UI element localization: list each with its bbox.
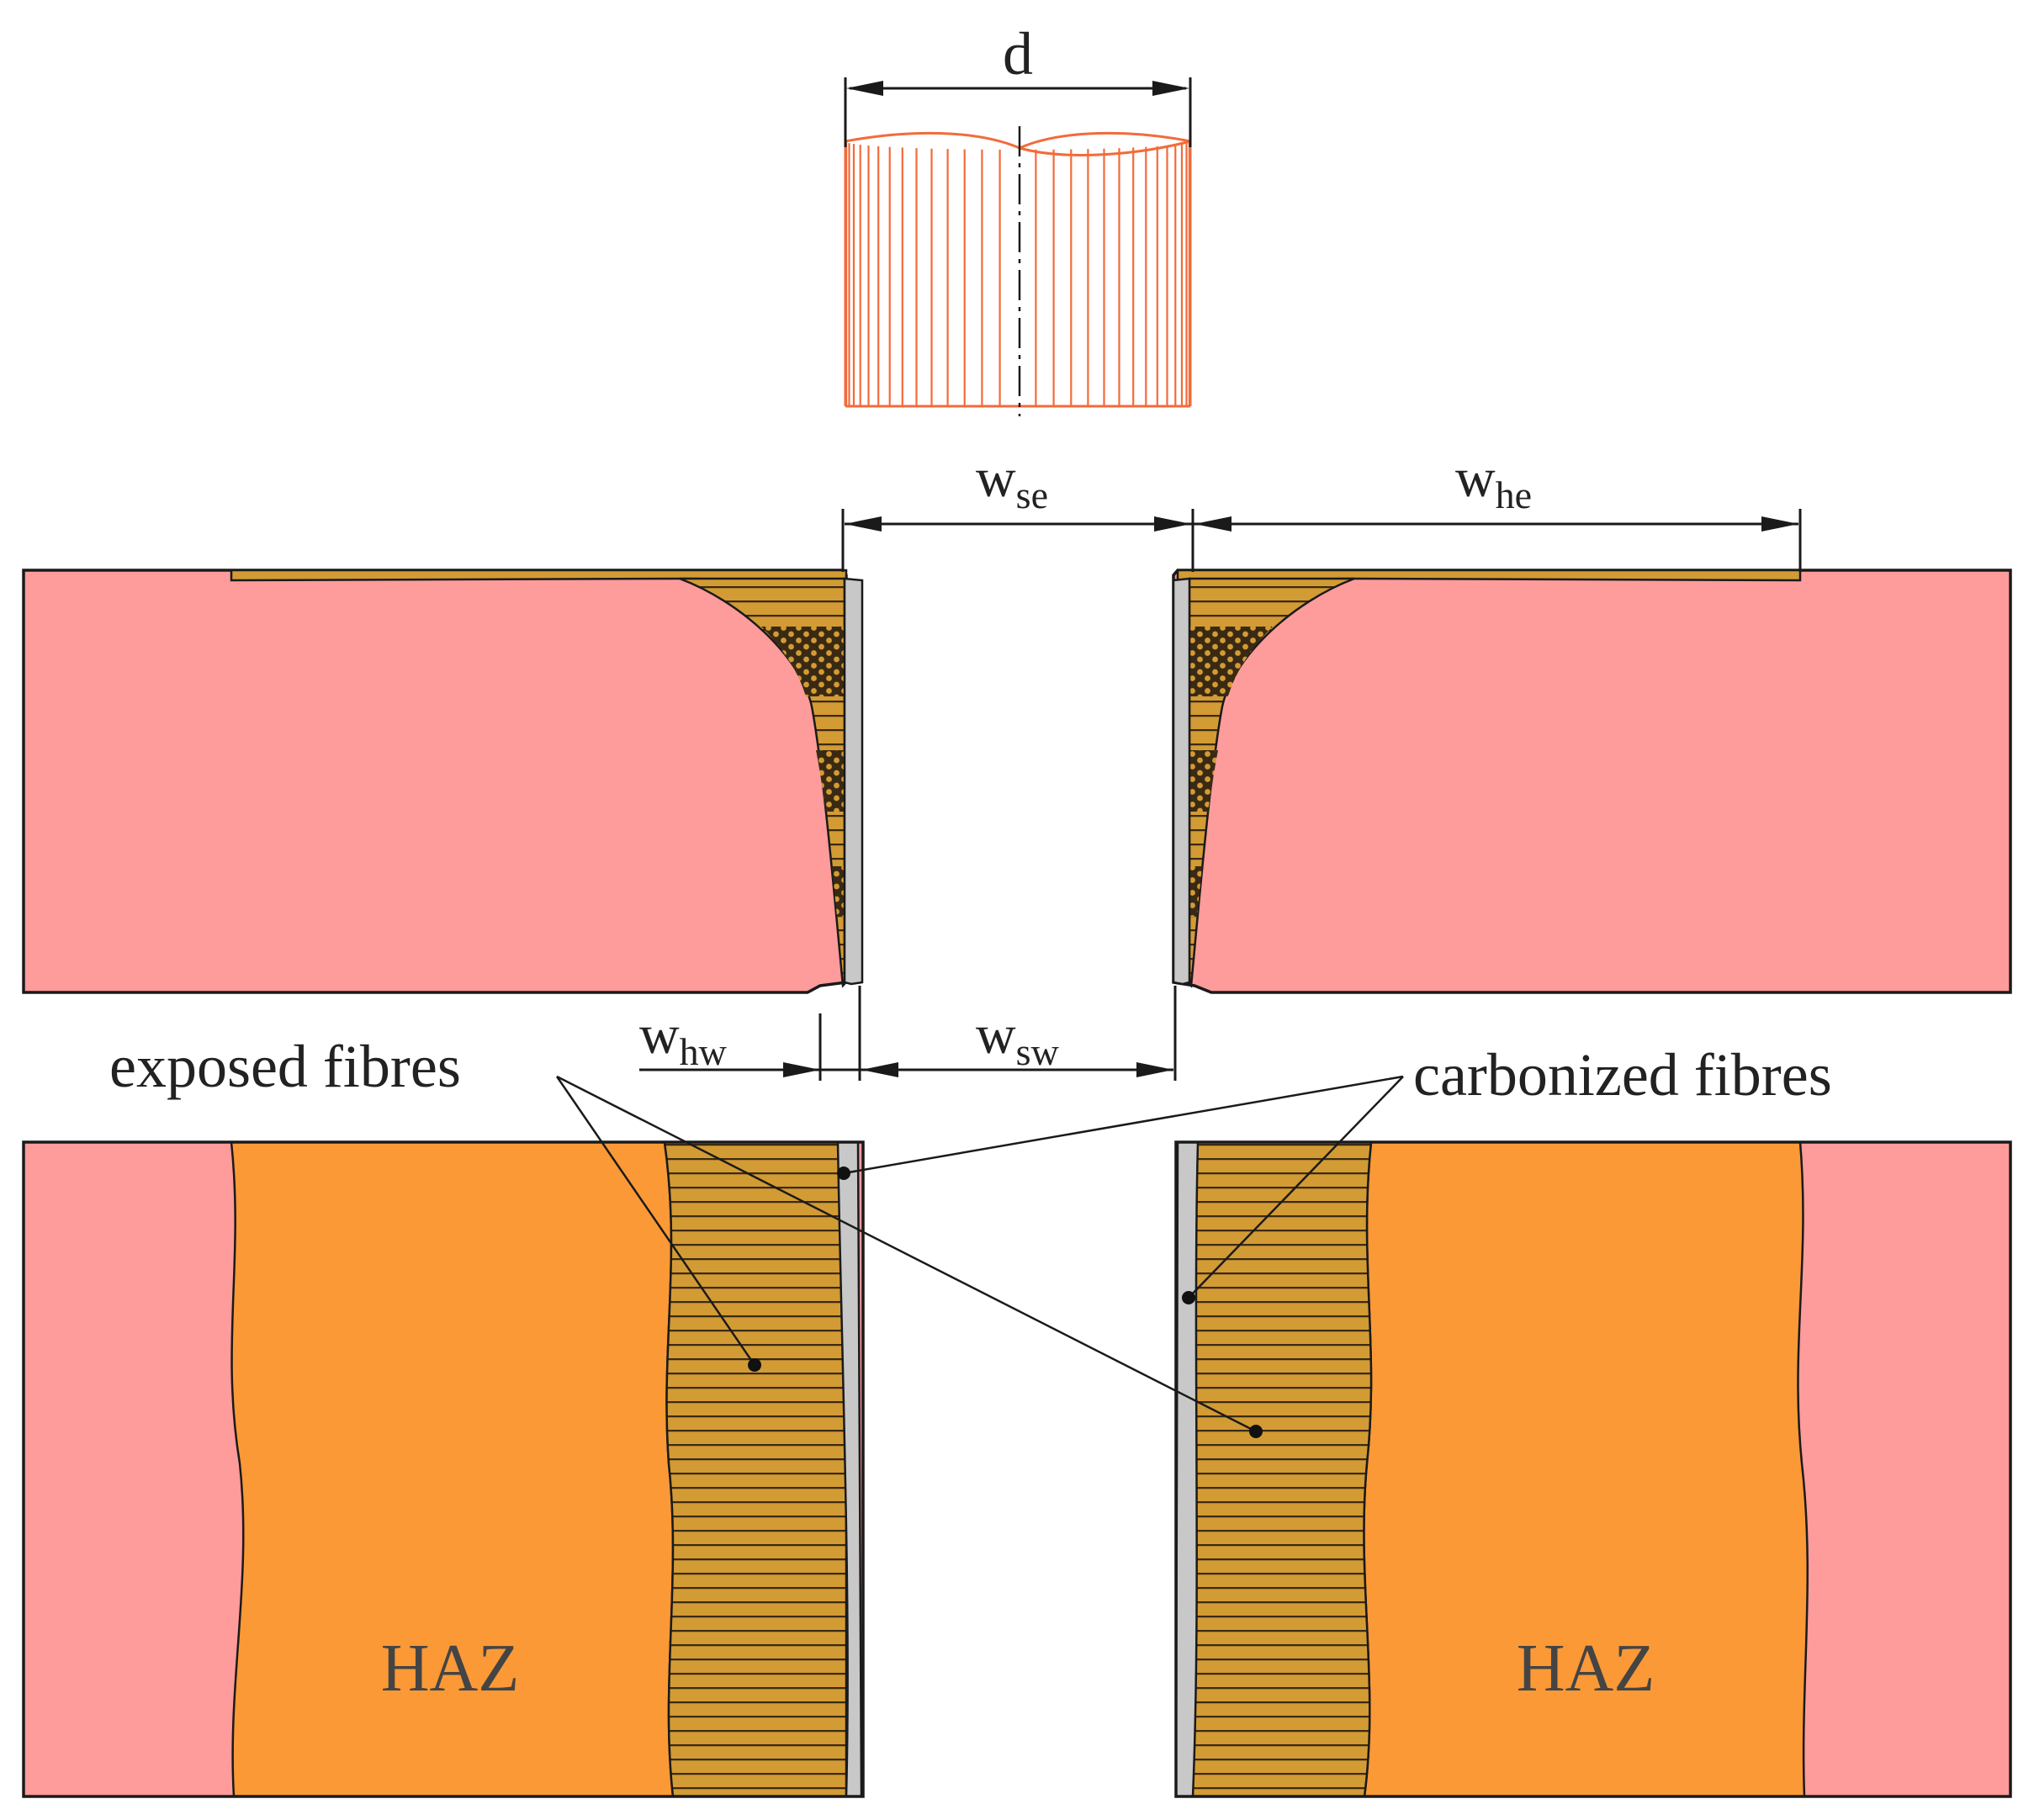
- section-left-carbonized-layer: [843, 577, 864, 986]
- callout-dot: [1182, 1291, 1195, 1304]
- diameter-dimension: [844, 77, 1192, 147]
- whw-label: whw: [639, 1004, 728, 1073]
- section-right-dotted-zone-1: [1189, 627, 1273, 696]
- callout-dot: [837, 1167, 850, 1180]
- top-right-outline: [1174, 1140, 2012, 1798]
- whw-wsw-dimension: [639, 986, 1177, 1081]
- cutting-tool-cylinder: [844, 131, 1192, 408]
- top-left-outline: [22, 1140, 865, 1798]
- top-right-carbonized-fibres: [1174, 1140, 1200, 1798]
- callout-dot: [1249, 1425, 1263, 1438]
- arrow-head: [1761, 516, 1798, 532]
- arrow-head: [1154, 516, 1191, 532]
- wsw-label: wsw: [976, 1004, 1060, 1073]
- top-left-exposed-fibres: [663, 1140, 848, 1798]
- arrow-head: [1194, 516, 1232, 532]
- whe-label: whe: [1455, 447, 1532, 516]
- arrow-head: [1136, 1062, 1173, 1077]
- wse-label: wse: [976, 447, 1048, 516]
- callout-leaders: [555, 1075, 1404, 1433]
- callout-dot: [748, 1358, 761, 1372]
- section-left-dotted-zone-3: [832, 866, 845, 917]
- section-right-material: [1172, 569, 2012, 994]
- section-left-dotted-zone-2: [816, 750, 845, 812]
- section-right-dotted-zone-3: [1189, 866, 1202, 917]
- section-right-carbonized-layer: [1172, 577, 1191, 986]
- section-right-dotted-zone-2: [1189, 750, 1218, 812]
- diameter-label: d: [1003, 20, 1033, 87]
- section-left-dotted-zone-1: [761, 627, 845, 696]
- arrow-head: [783, 1062, 820, 1077]
- arrow-head: [1152, 81, 1189, 96]
- wse-whe-dimension: [841, 509, 1802, 572]
- arrow-head: [845, 516, 882, 532]
- section-left-material: [22, 569, 848, 994]
- arrow-head: [861, 1062, 898, 1077]
- top-left-carbonized-fibres: [836, 1140, 863, 1798]
- carbonized-fibres-label: carbonized fibres: [1413, 1041, 1832, 1108]
- top-right-exposed-fibres: [1191, 1140, 1373, 1798]
- arrow-head: [846, 81, 883, 96]
- haz-right-label: HAZ: [1517, 1632, 1655, 1706]
- exposed-fibres-label: exposed fibres: [109, 1033, 461, 1100]
- tool-top-ellipse: [845, 131, 1191, 156]
- haz-left-label: HAZ: [381, 1632, 519, 1706]
